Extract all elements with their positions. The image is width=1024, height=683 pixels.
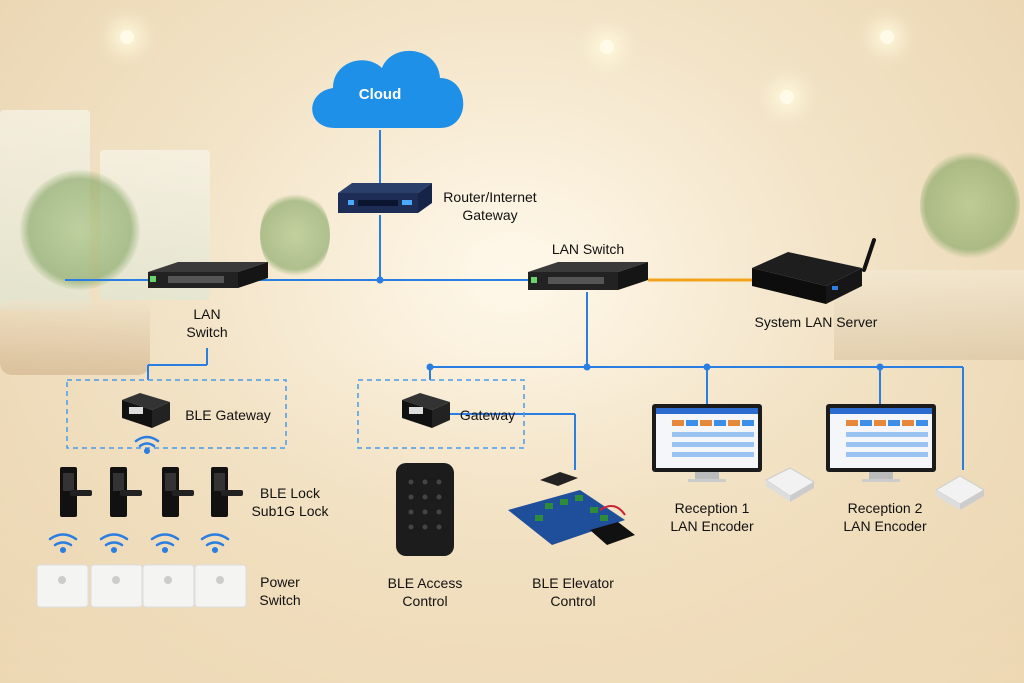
elevator-control-device <box>508 472 635 545</box>
lock-device <box>211 467 243 517</box>
ceiling-lamp <box>880 30 894 44</box>
elevator-control-label: BLE Elevator Control <box>532 575 614 609</box>
main-lan-switch-device <box>528 262 648 290</box>
encoder1-device <box>765 467 815 502</box>
main-lan-switch-label: LAN Switch <box>551 241 625 257</box>
ble-gateway-group <box>66 379 287 449</box>
wifi-icon <box>200 533 230 554</box>
background-plant <box>260 190 330 280</box>
lock-device <box>162 467 194 517</box>
power-switch-label: Power Switch <box>259 574 301 608</box>
junction-dot <box>583 363 591 371</box>
ceiling-lamp <box>600 40 614 54</box>
power-switch-device <box>194 564 247 608</box>
junction-dot <box>376 276 384 284</box>
power-switch-device <box>36 564 89 608</box>
locks-label: BLE Lock Sub1G Lock <box>251 485 329 519</box>
background-counter <box>834 270 1024 360</box>
access-control-device <box>396 463 454 556</box>
ceiling-lamp <box>120 30 134 44</box>
background-plant <box>20 170 140 290</box>
left-lan-switch-device <box>148 262 268 288</box>
power-switch-device <box>142 564 195 608</box>
ble-gateway-device <box>122 393 170 428</box>
reception1-monitor <box>652 404 762 482</box>
reception1-label: Reception 1 LAN Encoder <box>670 500 754 534</box>
router-label: Router/Internet Gateway <box>443 189 537 223</box>
lock-device <box>110 467 142 517</box>
gateway-label: Gateway <box>459 407 516 423</box>
encoder2-device <box>935 475 985 510</box>
reception2-label: Reception 2 LAN Encoder <box>843 500 927 534</box>
server-label: System LAN Server <box>754 314 878 330</box>
ble-gateway-label: BLE Gateway <box>185 407 271 423</box>
power-switch-device <box>90 564 143 608</box>
background-plant <box>920 150 1020 260</box>
gateway-group <box>357 379 525 449</box>
wifi-icon <box>134 435 160 455</box>
cloud-label: Cloud <box>358 86 402 103</box>
router-device <box>338 183 432 213</box>
wifi-icon <box>150 533 180 554</box>
ceiling-lamp <box>780 90 794 104</box>
gateway-device <box>402 393 450 428</box>
left-lan-switch-label: LAN Switch <box>186 306 228 340</box>
wifi-icon <box>99 533 129 554</box>
server-device <box>752 238 876 304</box>
access-control-label: BLE Access Control <box>387 575 463 609</box>
cloud-icon <box>312 50 464 128</box>
lock-device <box>60 467 92 517</box>
wifi-icon <box>48 533 78 554</box>
reception2-monitor <box>826 404 936 482</box>
